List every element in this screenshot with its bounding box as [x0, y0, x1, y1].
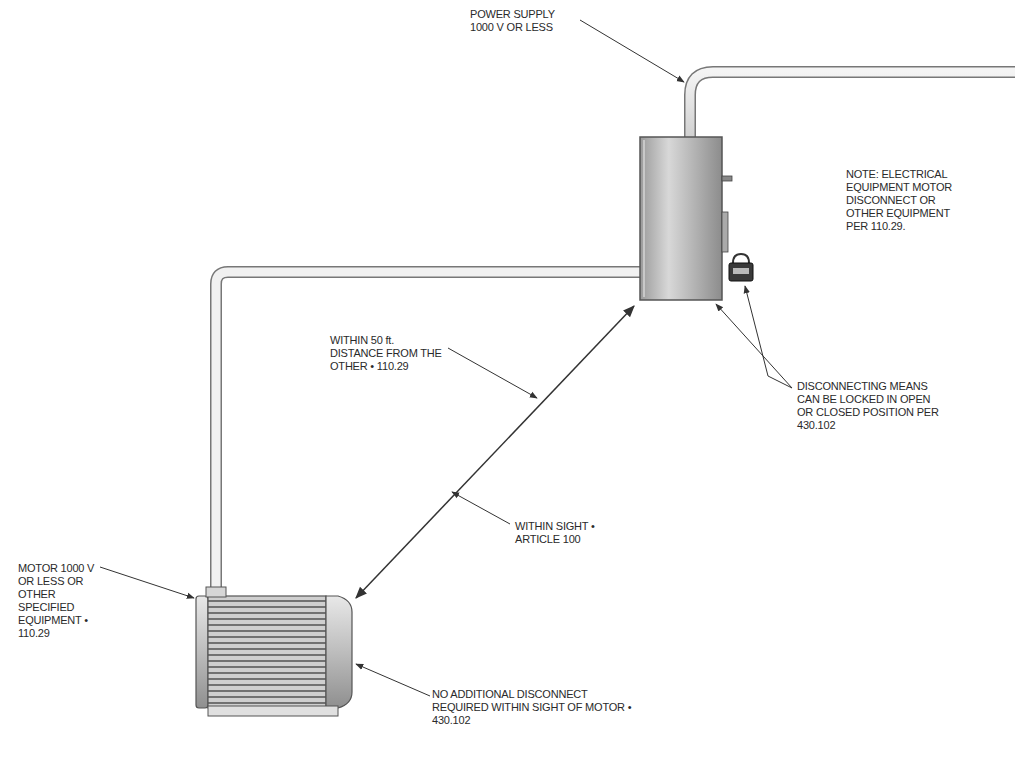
callout-label: WITHIN 50 ft. DISTANCE FROM THE OTHER • … — [330, 334, 448, 373]
padlock — [733, 254, 749, 263]
motor-body — [208, 596, 326, 708]
callout-label: NO ADDITIONAL DISCONNECT REQUIRED WITHIN… — [432, 688, 632, 727]
conduit — [216, 272, 642, 595]
leader-line — [716, 304, 792, 388]
leader-line — [452, 492, 510, 524]
callout-label: MOTOR 1000 V OR LESS OR OTHER SPECIFIED … — [18, 562, 100, 640]
leader-line — [100, 567, 194, 598]
disconnect-enclosure — [640, 137, 722, 300]
conduit — [690, 72, 1015, 140]
leader-line — [580, 20, 684, 82]
padlock — [729, 263, 753, 281]
leader-line — [356, 664, 430, 696]
callout-label: NOTE: ELECTRICAL EQUIPMENT MOTOR DISCONN… — [846, 168, 966, 233]
conduit — [216, 272, 642, 595]
callout-label: WITHIN SIGHT • ARTICLE 100 — [515, 520, 610, 546]
motor-base — [208, 706, 338, 716]
motor-end-cap — [196, 596, 208, 708]
leader-line — [745, 286, 768, 376]
leader-line — [448, 348, 537, 398]
callout-label: POWER SUPPLY 1000 V OR LESS — [470, 8, 580, 34]
callout-label: DISCONNECTING MEANS CAN BE LOCKED IN OPE… — [797, 380, 947, 432]
conduit — [690, 72, 1015, 140]
motor-end-cap — [326, 596, 352, 708]
disconnect-handle — [722, 176, 732, 181]
